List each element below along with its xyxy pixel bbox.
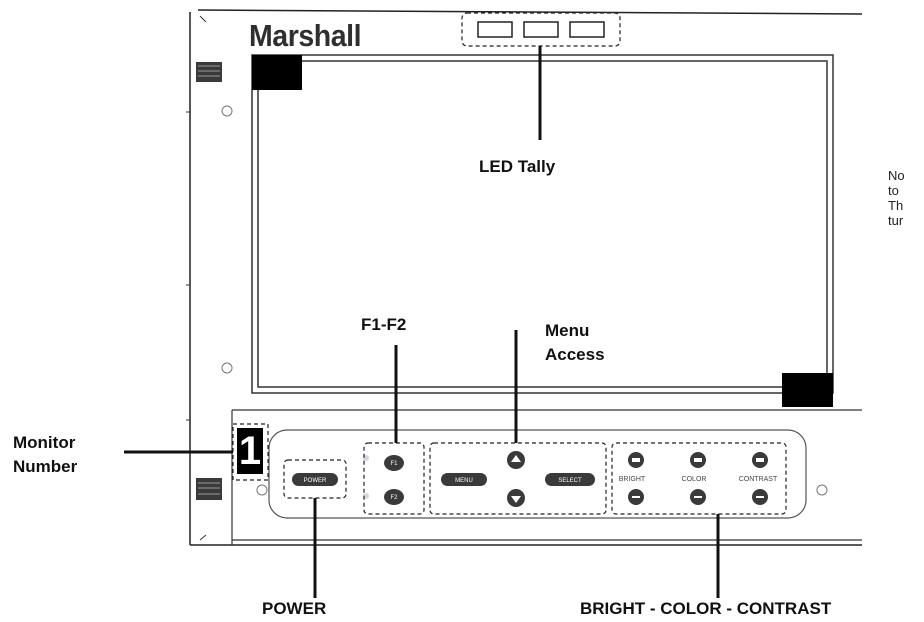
side-note-line-1: No — [888, 168, 905, 183]
mounting-screw-top — [196, 62, 222, 82]
led-tally-1 — [477, 21, 513, 38]
menu-button[interactable] — [441, 473, 487, 486]
f2-button[interactable] — [384, 489, 404, 505]
led-tally-3 — [569, 21, 605, 38]
side-note-line-2: to — [888, 183, 899, 198]
arrow-up-icon — [511, 455, 521, 462]
control-panel-frame — [231, 409, 862, 545]
callout-power: POWER — [262, 599, 327, 618]
contrast-label: CONTRAST — [739, 476, 778, 483]
screen-corner-block-top-left — [252, 55, 302, 90]
mounting-screw-bottom — [196, 478, 222, 500]
power-outline — [283, 459, 347, 499]
leader-lines — [124, 46, 720, 598]
select-button-label: SELECT — [558, 478, 582, 484]
power-button-label: POWER — [304, 478, 327, 484]
arrow-down-icon — [511, 496, 521, 503]
screen-frame — [251, 54, 834, 394]
monitor-number-display: 1 — [237, 428, 263, 474]
plus-icon — [694, 458, 702, 462]
power-button[interactable] — [292, 473, 338, 486]
callout-led-tally: LED Tally — [479, 157, 556, 176]
bright-label: BRIGHT — [619, 476, 646, 483]
minus-icon — [632, 496, 640, 498]
menu-access-outline — [429, 442, 607, 515]
callout-menu-line1: Menu — [545, 321, 590, 340]
bezel-tick-marks — [186, 15, 207, 541]
side-note-line-4: tur — [888, 213, 904, 228]
adjust-controls-outline — [611, 442, 787, 515]
callout-monitor-line1: Monitor — [13, 433, 76, 452]
monitor-bezel — [189, 9, 863, 546]
color-label: COLOR — [682, 476, 707, 483]
callout-menu-line2: Access — [545, 345, 605, 364]
led-tally-2 — [523, 21, 559, 38]
plus-icon — [632, 458, 640, 462]
callout-bright-color-contrast: BRIGHT - COLOR - CONTRAST — [580, 599, 832, 618]
callout-f1-f2: F1-F2 — [361, 315, 407, 334]
select-button[interactable] — [545, 473, 595, 486]
plus-icon — [756, 458, 764, 462]
side-note-line-3: Th — [888, 198, 904, 213]
f1-button[interactable] — [384, 455, 404, 471]
minus-icon — [694, 496, 702, 498]
f2-button-label: F2 — [390, 495, 398, 501]
led-tally-group — [461, 12, 621, 47]
f1-button-label: F1 — [390, 461, 398, 467]
mounting-holes — [221, 105, 828, 496]
minus-icon — [756, 496, 764, 498]
brand-logo: Marshall — [249, 18, 362, 53]
screen-corner-block-bottom-right — [782, 373, 833, 407]
callout-monitor-line2: Number — [13, 457, 78, 476]
menu-button-label: MENU — [455, 478, 473, 484]
